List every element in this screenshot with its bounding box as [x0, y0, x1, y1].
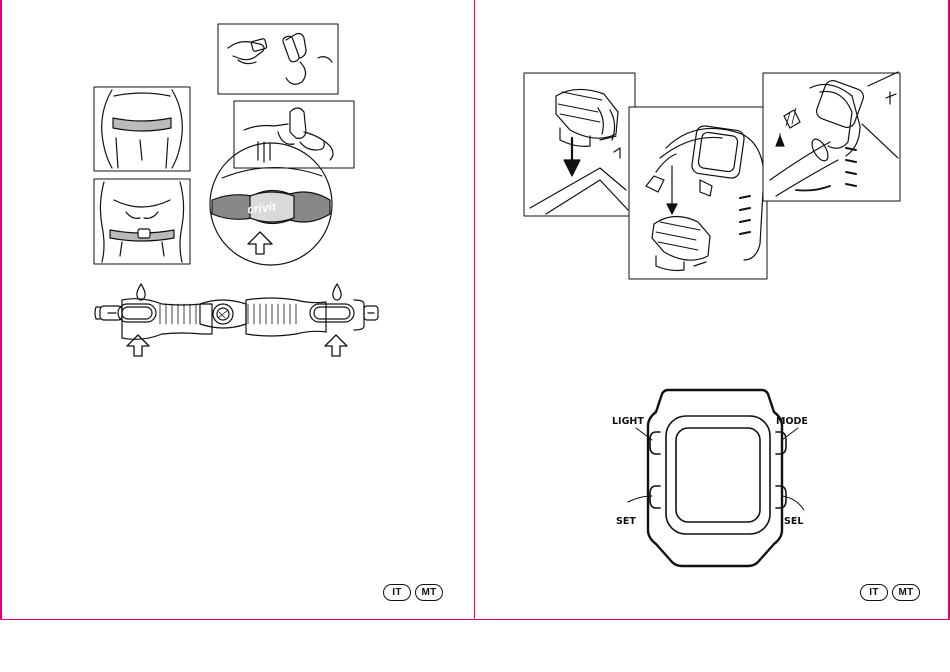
arrow-up-icon — [248, 232, 272, 254]
water-drop-icon — [333, 284, 341, 300]
lang-badge-it: IT — [383, 584, 411, 601]
panel-bike-mount-2 — [629, 107, 767, 279]
set-label: SET — [616, 516, 636, 527]
arrow-up-icon — [325, 335, 347, 356]
panel-chest-front — [94, 87, 190, 171]
panel-bike-mount-1 — [524, 73, 635, 216]
mode-label: MODE — [776, 416, 808, 427]
light-label: LIGHT — [612, 416, 644, 427]
lang-badge-mt: MT — [892, 584, 920, 601]
lang-badge-mt: MT — [415, 584, 443, 601]
panel-chest-lower — [94, 179, 190, 264]
panel-attach-transmitter — [234, 101, 354, 168]
lang-badge-it: IT — [860, 584, 888, 601]
chest-strap-diagram — [95, 298, 378, 339]
left-language-badges: IT MT — [383, 584, 443, 601]
watch-outline — [648, 390, 782, 566]
water-drop-icon — [137, 284, 145, 300]
panel-moisten-electrodes — [218, 24, 338, 94]
right-language-badges: IT MT — [860, 584, 920, 601]
sel-label: SEL — [784, 516, 803, 527]
panel-bike-mount-3 — [763, 72, 900, 201]
